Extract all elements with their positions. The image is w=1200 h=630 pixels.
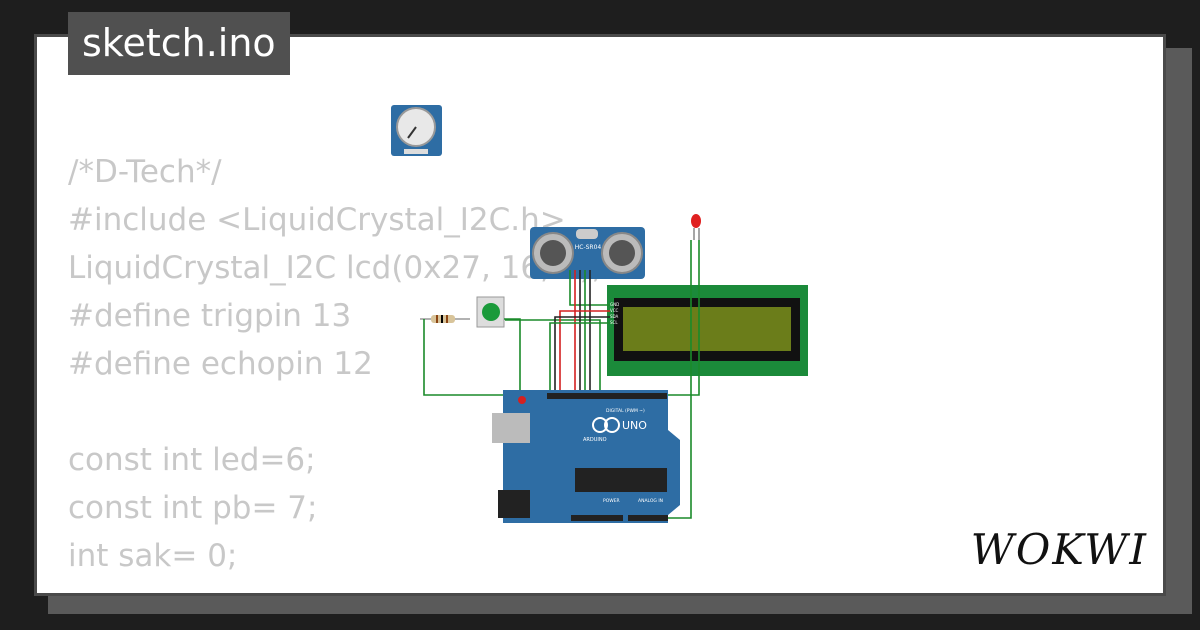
push-button[interactable] (476, 296, 505, 328)
resistor[interactable] (420, 315, 470, 323)
wokwi-logo: WOKWI (970, 525, 1148, 574)
file-tab[interactable]: sketch.ino (68, 12, 290, 75)
board-model-label: UNO (622, 419, 647, 432)
potentiometer[interactable] (391, 105, 442, 156)
code-line: const int pb= 7; (68, 490, 318, 526)
sensor-label: HC-SR04 (575, 244, 602, 251)
lcd-pin-labels: GND VCC SDA SCL (610, 302, 619, 325)
lcd-display[interactable]: GND VCC SDA SCL (607, 285, 808, 376)
led[interactable] (691, 214, 701, 240)
code-preview: /*D-Tech*/ #include <LiquidCrystal_I2C.h… (68, 148, 602, 580)
arduino-uno-board[interactable]: UNO ARDUINO DIGITAL (PWM ~) POWER ANALOG… (492, 390, 680, 523)
code-line: int sak= 0; (68, 538, 238, 574)
board-brand-label: ARDUINO (583, 437, 607, 443)
digital-header-label: DIGITAL (PWM ~) (606, 408, 645, 414)
code-line: #include <LiquidCrystal_I2C.h> (68, 202, 566, 238)
lcd-pin-label: SCL (610, 320, 618, 325)
code-line: #define trigpin 13 (68, 298, 352, 334)
code-line: /*D-Tech*/ (68, 154, 222, 190)
analog-header-label: ANALOG IN (638, 498, 663, 504)
code-line: const int led=6; (68, 442, 316, 478)
lcd-pin-label: SDA (610, 314, 619, 319)
code-line: #define echopin 12 (68, 346, 373, 382)
ultrasonic-sensor[interactable]: HC-SR04 (530, 227, 645, 279)
lcd-pin-label: GND (610, 302, 619, 307)
power-header-label: POWER (603, 498, 620, 504)
lcd-pin-label: VCC (610, 308, 619, 313)
